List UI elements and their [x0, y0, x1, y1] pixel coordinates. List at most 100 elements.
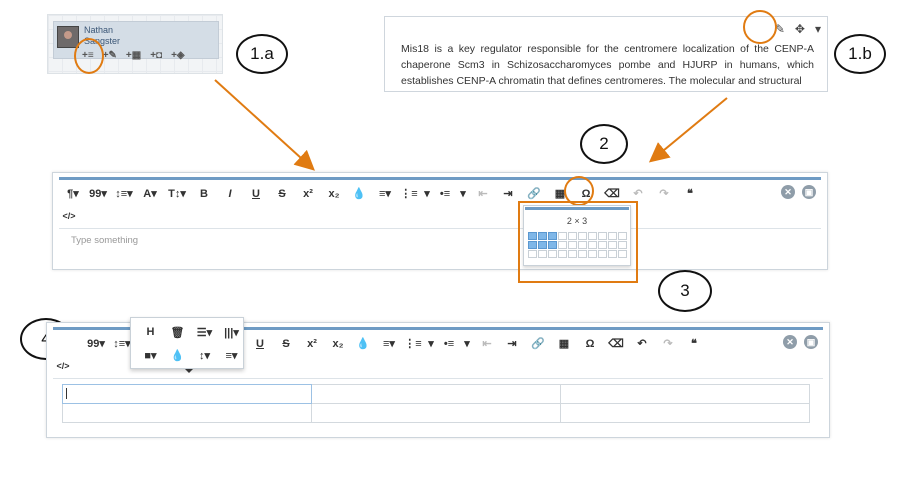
- align-button[interactable]: ≡▾: [379, 188, 391, 200]
- add-object-button[interactable]: +◈: [171, 50, 185, 61]
- indent-button[interactable]: ⇥: [507, 338, 517, 350]
- clear-format-icon[interactable]: ⌫: [604, 188, 620, 200]
- add-edit-button[interactable]: +✎: [102, 50, 117, 61]
- font-size-button[interactable]: T↕▾: [168, 188, 186, 200]
- code-view-button[interactable]: </>: [56, 361, 70, 371]
- picker-cell[interactable]: [568, 250, 577, 258]
- table-icon[interactable]: ▦: [554, 188, 566, 200]
- picker-cell[interactable]: [558, 232, 567, 240]
- highlight-color-icon[interactable]: 💧: [356, 338, 370, 350]
- superscript-button[interactable]: x²: [303, 187, 313, 200]
- undo-icon[interactable]: ↶: [637, 338, 647, 350]
- picker-cell[interactable]: [548, 250, 557, 258]
- strikethrough-button[interactable]: S: [282, 337, 290, 350]
- superscript-button[interactable]: x²: [307, 337, 317, 350]
- link-icon[interactable]: 🔗: [527, 188, 541, 200]
- underline-button[interactable]: U: [252, 187, 260, 200]
- save-icon[interactable]: ▣: [804, 335, 818, 349]
- quote-style-button[interactable]: 99▾: [87, 338, 105, 350]
- picker-cell[interactable]: [578, 250, 587, 258]
- picker-cell[interactable]: [608, 250, 617, 258]
- picker-cell[interactable]: [538, 232, 547, 240]
- ordered-list-button[interactable]: ⋮≡: [404, 338, 422, 350]
- picker-cell[interactable]: [578, 241, 587, 249]
- chevron-down-icon[interactable]: ▾: [814, 22, 821, 36]
- table-cell[interactable]: [560, 403, 810, 423]
- add-image-button[interactable]: +◘: [150, 50, 163, 61]
- picker-cell[interactable]: [608, 232, 617, 240]
- special-char-icon[interactable]: Ω: [585, 337, 595, 350]
- table-cell[interactable]: [560, 384, 810, 404]
- ordered-list-dropdown[interactable]: ▾: [428, 338, 434, 350]
- outdent-button[interactable]: ⇤: [478, 188, 488, 200]
- editor-placeholder[interactable]: Type something: [71, 235, 139, 246]
- line-height-button[interactable]: ↕≡▾: [113, 338, 131, 350]
- outdent-button[interactable]: ⇤: [482, 338, 492, 350]
- picker-cell[interactable]: [528, 241, 537, 249]
- picker-cell[interactable]: [568, 232, 577, 240]
- quote-style-button[interactable]: 99▾: [89, 188, 107, 200]
- picker-cell[interactable]: [548, 241, 557, 249]
- cell-background-button[interactable]: ■▾: [144, 350, 157, 362]
- picker-cell[interactable]: [558, 250, 567, 258]
- close-icon[interactable]: ✕: [783, 335, 797, 349]
- bullet-list-button[interactable]: •≡: [443, 337, 455, 350]
- table-columns-button[interactable]: |||▾: [224, 327, 239, 339]
- picker-cell[interactable]: [538, 241, 547, 249]
- picker-cell[interactable]: [588, 241, 597, 249]
- font-color-button[interactable]: A▾: [143, 188, 157, 200]
- table-size-grid[interactable]: [528, 232, 627, 258]
- picker-cell[interactable]: [618, 232, 627, 240]
- highlight-color-icon[interactable]: 💧: [352, 188, 366, 200]
- close-icon[interactable]: ✕: [781, 185, 795, 199]
- vertical-align-button[interactable]: ↕▾: [198, 350, 211, 362]
- picker-cell[interactable]: [588, 232, 597, 240]
- trash-icon[interactable]: 🗑: [170, 327, 185, 339]
- picker-cell[interactable]: [568, 241, 577, 249]
- picker-cell[interactable]: [528, 232, 537, 240]
- underline-button[interactable]: U: [256, 337, 264, 350]
- bullet-list-button[interactable]: •≡: [439, 187, 451, 200]
- picker-cell[interactable]: [618, 250, 627, 258]
- ordered-list-dropdown[interactable]: ▾: [424, 188, 430, 200]
- table-rows-button[interactable]: ☰▾: [196, 327, 213, 339]
- line-height-button[interactable]: ↕≡▾: [115, 188, 133, 200]
- table-icon[interactable]: ▦: [558, 338, 570, 350]
- align-button[interactable]: ≡▾: [383, 338, 395, 350]
- blockquote-icon[interactable]: ❝: [691, 338, 697, 350]
- bullet-list-dropdown[interactable]: ▾: [460, 188, 466, 200]
- picker-cell[interactable]: [578, 232, 587, 240]
- picker-cell[interactable]: [548, 232, 557, 240]
- redo-icon[interactable]: ↷: [663, 338, 673, 350]
- horizontal-align-button[interactable]: ≡▾: [225, 350, 238, 362]
- subscript-button[interactable]: x₂: [328, 187, 340, 200]
- redo-icon[interactable]: ↷: [659, 188, 669, 200]
- table-header-button[interactable]: H: [146, 326, 155, 338]
- bullet-list-dropdown[interactable]: ▾: [464, 338, 470, 350]
- picker-cell[interactable]: [588, 250, 597, 258]
- undo-icon[interactable]: ↶: [633, 188, 643, 200]
- table-cell[interactable]: [311, 403, 561, 423]
- picker-cell[interactable]: [608, 241, 617, 249]
- paragraph-format-button[interactable]: ¶▾: [67, 188, 79, 200]
- save-icon[interactable]: ▣: [802, 185, 816, 199]
- subscript-button[interactable]: x₂: [332, 337, 344, 350]
- move-icon[interactable]: ✥: [794, 22, 805, 36]
- blockquote-icon[interactable]: ❝: [687, 188, 693, 200]
- picker-cell[interactable]: [598, 232, 607, 240]
- picker-cell[interactable]: [538, 250, 547, 258]
- ordered-list-button[interactable]: ⋮≡: [400, 188, 418, 200]
- add-table-button[interactable]: +▦: [125, 50, 142, 61]
- indent-button[interactable]: ⇥: [503, 188, 513, 200]
- picker-cell[interactable]: [618, 241, 627, 249]
- table-cell[interactable]: [311, 384, 561, 404]
- picker-cell[interactable]: [598, 241, 607, 249]
- cell-color-icon[interactable]: 💧: [170, 350, 185, 362]
- code-view-button[interactable]: </>: [62, 211, 76, 221]
- table-cell[interactable]: [62, 384, 312, 404]
- pencil-icon[interactable]: ✎: [774, 22, 785, 36]
- table-cell[interactable]: [62, 403, 312, 423]
- italic-button[interactable]: I: [228, 187, 232, 200]
- strikethrough-button[interactable]: S: [278, 187, 286, 200]
- link-icon[interactable]: 🔗: [531, 338, 545, 350]
